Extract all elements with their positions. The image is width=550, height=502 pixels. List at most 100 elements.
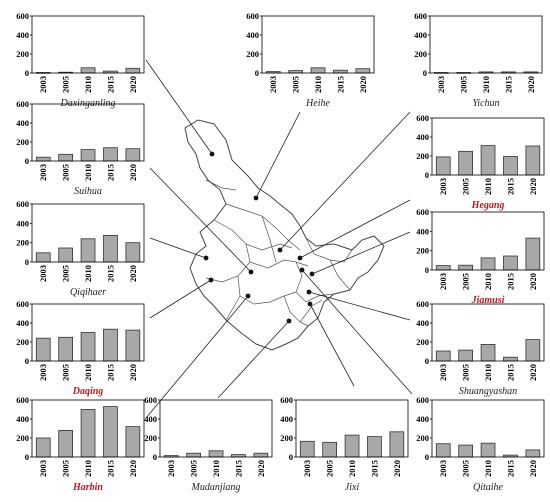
bar-qiqihaer-2005 xyxy=(58,247,74,263)
y-tick-label: 200 xyxy=(416,433,429,443)
y-tick-label: 0 xyxy=(25,156,29,166)
bar-harbin-2010 xyxy=(80,409,96,458)
x-tick-label: 2020 xyxy=(528,178,538,195)
y-tick-label: 400 xyxy=(16,318,29,328)
plot-frame xyxy=(431,303,545,362)
y-tick-label: 400 xyxy=(416,132,429,142)
x-tick-label: 2010 xyxy=(483,364,493,381)
y-tick-label: 600 xyxy=(414,11,427,21)
plot-frame xyxy=(431,211,545,271)
y-tick-label: 0 xyxy=(289,452,293,462)
bar-jixi-2010 xyxy=(344,434,360,458)
x-tick-label: 2005 xyxy=(461,364,471,381)
x-tick-label: 2003 xyxy=(38,460,48,477)
y-tick-label: 200 xyxy=(246,49,259,59)
bar-qitaihe-2020 xyxy=(525,449,541,458)
y-tick-label: 200 xyxy=(416,246,429,256)
y-tick-label: 400 xyxy=(416,226,429,236)
x-tick-label: 2005 xyxy=(291,76,301,93)
plot-frame xyxy=(31,203,145,263)
district-boundaries xyxy=(205,179,353,327)
x-tick-label: 2005 xyxy=(189,460,199,477)
x-tick-label: 2020 xyxy=(526,76,536,93)
x-tick-label: 2010 xyxy=(83,364,93,381)
y-tick-label: 600 xyxy=(416,113,429,123)
x-tick-label: 2020 xyxy=(256,460,266,477)
y-tick-label: 400 xyxy=(280,414,293,424)
y-tick-label: 200 xyxy=(280,433,293,443)
x-tick-label: 2003 xyxy=(38,364,48,381)
bar-mudanjiang-2005 xyxy=(186,452,201,458)
x-tick-label: 2015 xyxy=(233,460,243,477)
x-tick-label: 2005 xyxy=(61,76,71,93)
bar-hegang-2010 xyxy=(480,145,496,176)
bar-qiqihaer-2003 xyxy=(35,252,51,263)
x-tick-label: 2003 xyxy=(38,76,48,93)
x-tick-label: 2003 xyxy=(166,460,176,477)
x-tick-label: 2005 xyxy=(61,265,71,282)
x-tick-label: 2015 xyxy=(105,76,115,93)
y-tick-label: 400 xyxy=(144,414,157,424)
y-tick-label: 600 xyxy=(16,299,29,309)
bar-daxinganling-2020 xyxy=(125,67,141,74)
x-tick-label: 2010 xyxy=(83,164,93,181)
y-tick-label: 0 xyxy=(425,356,429,366)
city-label-yichun: Yichun xyxy=(472,98,499,109)
city-label-shuangyashan: Shuangyashan xyxy=(459,386,517,397)
x-tick-label: 2010 xyxy=(83,76,93,93)
x-tick-label: 2010 xyxy=(481,76,491,93)
bar-hegang-2020 xyxy=(525,145,541,176)
chart-shuangyashan: 0 200 400 600 2003 2005 2010 2015 2020Shuangyash… xyxy=(416,299,545,397)
x-tick-label: 2010 xyxy=(483,273,493,290)
city-label-qitaihe: Qitaihe xyxy=(473,482,504,493)
x-tick-label: 2015 xyxy=(105,265,115,282)
bar-daqing-2020 xyxy=(125,329,141,362)
bar-harbin-2015 xyxy=(103,406,118,458)
bar-suihua-2003 xyxy=(35,156,51,162)
x-tick-label: 2005 xyxy=(61,364,71,381)
bar-jiamusi-2005 xyxy=(458,264,474,271)
x-tick-label: 2020 xyxy=(528,460,538,477)
bar-heihe-2020 xyxy=(355,68,371,74)
plot-frame xyxy=(31,399,145,458)
bar-shuangyashan-2005 xyxy=(458,349,474,362)
city-label-suihua: Suihua xyxy=(74,186,102,197)
x-tick-label: 2020 xyxy=(528,364,538,381)
bar-shuangyashan-2003 xyxy=(435,350,451,362)
y-tick-label: 200 xyxy=(16,137,29,147)
y-tick-label: 200 xyxy=(416,337,429,347)
y-tick-label: 400 xyxy=(16,218,29,228)
y-tick-label: 400 xyxy=(16,414,29,424)
x-tick-label: 2020 xyxy=(358,76,368,93)
y-tick-label: 600 xyxy=(16,99,29,109)
city-label-daxinganling: Daxinganling xyxy=(60,98,116,109)
leader-line-yichun xyxy=(279,111,411,251)
y-tick-label: 600 xyxy=(416,299,429,309)
bar-suihua-2020 xyxy=(125,148,141,162)
bar-harbin-2005 xyxy=(58,429,74,458)
bar-qitaihe-2010 xyxy=(480,442,496,458)
y-tick-label: 400 xyxy=(246,30,259,40)
x-tick-label: 2015 xyxy=(335,76,345,93)
x-tick-label: 2003 xyxy=(38,265,48,282)
bar-jixi-2020 xyxy=(389,431,405,458)
y-tick-label: 400 xyxy=(416,318,429,328)
plot-frame xyxy=(31,15,145,74)
leader-lines xyxy=(145,59,413,419)
x-tick-label: 2015 xyxy=(505,364,515,381)
bar-hegang-2005 xyxy=(458,150,474,176)
x-tick-label: 2003 xyxy=(438,364,448,381)
bar-daxinganling-2010 xyxy=(80,67,96,74)
city-label-jixi: Jixi xyxy=(345,482,360,493)
bar-jixi-2003 xyxy=(299,440,315,458)
bar-daqing-2015 xyxy=(103,328,118,362)
leader-line-qitaihe xyxy=(301,269,413,395)
y-tick-label: 0 xyxy=(25,452,29,462)
bar-daqing-2010 xyxy=(80,332,96,362)
x-tick-label: 2015 xyxy=(369,460,379,477)
